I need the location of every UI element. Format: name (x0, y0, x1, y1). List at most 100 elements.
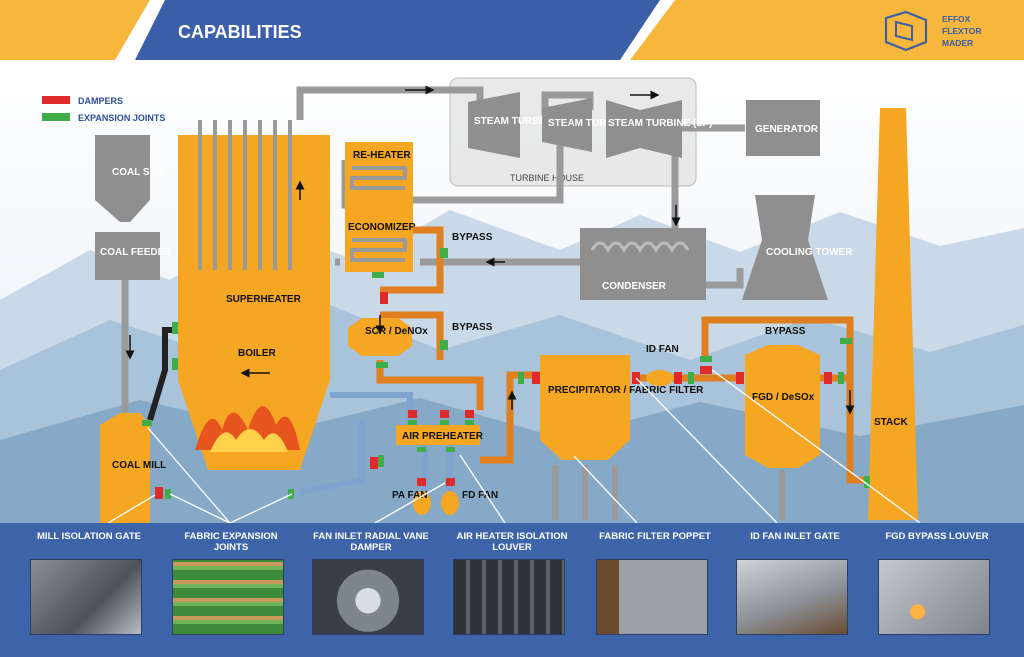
steam-turbine-lp (606, 100, 682, 158)
bypass-louver-photo (878, 559, 990, 635)
product-list: MILL ISOLATION GATE FABRIC EXPANSION JOI… (0, 523, 1024, 657)
scr-label: SCR / DeNOx (365, 326, 428, 337)
coal-silo-label: COAL SILO (112, 167, 166, 178)
fd-fan (441, 491, 459, 515)
brand-line-mader: MADER (942, 38, 973, 48)
filter-poppet-photo (596, 559, 708, 635)
scr-denox (348, 318, 412, 356)
bypass-label-economizer: BYPASS (452, 232, 493, 243)
air-preheater (396, 425, 480, 445)
damper-legend-swatch (42, 96, 70, 104)
pa-fan (413, 491, 431, 515)
expansion-joint-marker (417, 447, 426, 452)
stack-label: STACK (874, 417, 908, 428)
expansion-joint-marker (700, 356, 712, 362)
damper-marker (700, 366, 712, 374)
joint-legend-swatch (42, 113, 70, 121)
damper-marker (736, 372, 744, 384)
product-label: MILL ISOLATION GATE (37, 531, 141, 542)
boiler-flame-core (210, 429, 288, 452)
superheater-label: SUPERHEATER (226, 294, 302, 305)
economizer-label: ECONOMIZER (348, 222, 417, 233)
coal-feeder (95, 232, 160, 280)
damper-marker (370, 457, 378, 469)
product-fan-inlet-radial-vane-damper[interactable]: FAN INLET RADIAL VANE DAMPER (312, 531, 430, 635)
damper-marker (532, 372, 540, 384)
product-fabric-expansion-joints[interactable]: FABRIC EXPANSION JOINTS (172, 531, 290, 635)
effox-flextor-mader-logo: EFFOX FLEXTOR MADER (884, 10, 982, 52)
product-air-heater-isolation-louver[interactable]: AIR HEATER ISOLATION LOUVER (453, 531, 571, 635)
id-fan-label: ID FAN (646, 344, 679, 355)
header-title-band (135, 0, 660, 60)
boiler-label: BOILER (238, 348, 277, 359)
product-label: FGD BYPASS LOUVER (885, 531, 989, 542)
product-fgd-bypass-louver[interactable]: FGD BYPASS LOUVER (878, 531, 996, 635)
product-label: AIR HEATER ISOLATION LOUVER (456, 531, 568, 553)
cooling-tower-label: COOLING TOWER (766, 247, 853, 258)
fgd-label: FGD / DeSOx (752, 392, 815, 403)
callout-lines (107, 369, 921, 524)
bypass-label-fgd: BYPASS (765, 326, 806, 337)
legend-expansion-joints: EXPANSION JOINTS (78, 113, 165, 123)
legend-dampers: DAMPERS (78, 96, 123, 106)
coal-silo (95, 135, 150, 222)
damper-marker (380, 292, 388, 304)
damper-marker (674, 372, 682, 384)
precipitator-label: PRECIPITATOR / FABRIC FILTER (548, 385, 704, 396)
flow-arrows (125, 85, 855, 415)
product-id-fan-inlet-gate[interactable]: ID FAN INLET GATE (736, 531, 854, 635)
expansion-joint-marker (446, 447, 455, 452)
expansion-joint-marker (440, 340, 448, 350)
coal-feeder-label: COAL FEEDER (100, 247, 172, 258)
expansion-joints-photo (172, 559, 284, 635)
product-mill-isolation-gate[interactable]: MILL ISOLATION GATE (30, 531, 148, 635)
steam-turbine-hp-label: STEAM TURBINE (HP) (474, 116, 580, 127)
bypass-label-scr: BYPASS (452, 322, 493, 333)
expansion-joint-marker (838, 372, 844, 384)
damper-marker (446, 478, 455, 486)
damper-marker (465, 410, 474, 418)
expansion-joint-marker (864, 476, 870, 488)
radial-vane-damper-photo (312, 559, 424, 635)
expansion-joint-marker (378, 455, 384, 467)
damper-markers (155, 292, 832, 499)
condenser (580, 228, 706, 300)
expansion-joint-marker (142, 420, 152, 426)
product-fabric-filter-poppet[interactable]: FABRIC FILTER POPPET (596, 531, 714, 635)
brand-line-flextor: FLEXTOR (942, 26, 982, 36)
expansion-joint-marker (376, 362, 388, 368)
stack (868, 108, 918, 520)
steam-turbine-ip-label: STEAM TURBINE (IP) (548, 118, 649, 129)
precipitator (540, 355, 630, 460)
reheater-coils (350, 166, 407, 190)
pa-fan-label: PA FAN (392, 490, 428, 501)
coal-mill (100, 413, 150, 523)
fd-fan-label: FD FAN (462, 490, 498, 501)
expansion-joint-marker (172, 358, 178, 370)
condenser-label: CONDENSER (602, 281, 667, 292)
expansion-joint-marker (408, 420, 417, 425)
economizer-coils (350, 238, 407, 262)
isolation-gate-photo (30, 559, 142, 635)
damper-marker (417, 478, 426, 486)
page-title: CAPABILITIES (178, 22, 302, 42)
inlet-gate-photo (736, 559, 848, 635)
fgd-desox (745, 345, 820, 468)
damper-marker (824, 372, 832, 384)
product-label: FAN INLET RADIAL VANE DAMPER (313, 531, 429, 553)
expansion-joint-marker (440, 420, 449, 425)
id-fan (646, 370, 674, 386)
expansion-joint-marker (518, 372, 524, 384)
expansion-joint-marker (688, 372, 694, 384)
damper-marker (408, 410, 417, 418)
reheater-label: RE-HEATER (353, 150, 411, 161)
expansion-joint-marker (440, 248, 448, 258)
generator-label: GENERATOR (755, 124, 819, 135)
expansion-joint-marker (165, 489, 171, 499)
condenser-coils (590, 241, 690, 254)
generator (746, 100, 820, 156)
superheater-coils (198, 120, 292, 270)
coal-pipe (147, 327, 175, 421)
cooling-tower (742, 195, 828, 300)
